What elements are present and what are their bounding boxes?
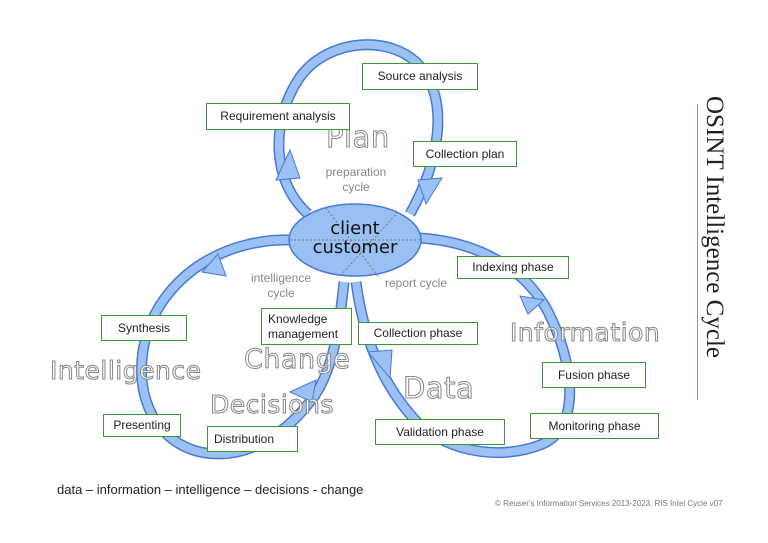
box-collection-plan[interactable]: Collection plan xyxy=(413,141,517,167)
box-collection-phase[interactable]: Collection phase xyxy=(358,322,478,345)
box-synthesis[interactable]: Synthesis xyxy=(101,315,187,341)
intelligence-loop xyxy=(136,234,350,460)
footer-sequence: data – information – intelligence – deci… xyxy=(57,482,364,497)
stage-word-intelligence: Intelligence xyxy=(49,356,202,386)
box-source-analysis[interactable]: Source analysis xyxy=(362,63,478,90)
box-validation-phase[interactable]: Validation phase xyxy=(375,419,505,445)
copyright-notice: © Reuser's Information Services 2013-202… xyxy=(495,499,723,508)
stage-word-change: Change xyxy=(243,344,351,376)
title-divider xyxy=(697,104,698,400)
box-distribution[interactable]: Distribution xyxy=(207,426,298,452)
preparation-label-line2: cycle xyxy=(342,180,370,194)
intelligence-arrow-left xyxy=(201,253,227,277)
center-line-2: customer xyxy=(312,237,398,258)
center-ellipse xyxy=(288,203,422,277)
stage-word-information: Information xyxy=(509,318,661,348)
box-monitoring-phase[interactable]: Monitoring phase xyxy=(530,413,659,439)
report-arrow-down xyxy=(366,349,393,380)
knowledge-line-2: management xyxy=(268,326,339,341)
knowledge-line-1: Knowledge xyxy=(268,311,328,326)
report-cycle-label: report cycle xyxy=(385,276,448,290)
plan-arrow-up xyxy=(275,148,301,181)
center-line-1: client xyxy=(330,218,380,239)
stage-word-data: Data xyxy=(402,371,475,406)
box-knowledge-management[interactable]: Knowledge management xyxy=(261,308,352,345)
box-indexing-phase[interactable]: Indexing phase xyxy=(457,256,569,279)
plan-loop xyxy=(273,39,444,219)
report-arrow-up xyxy=(519,295,546,315)
box-fusion-phase[interactable]: Fusion phase xyxy=(542,362,646,388)
preparation-cycle-label: preparation cycle xyxy=(316,165,396,195)
center-label: client customer xyxy=(296,219,414,257)
diagram-title: OSINT Intelligence Cycle xyxy=(701,96,728,358)
box-requirement-analysis[interactable]: Requirement analysis xyxy=(206,103,350,130)
intelligence-label-line1: intelligence xyxy=(250,271,312,285)
intelligence-arrow-up xyxy=(288,379,317,403)
preparation-label-line1: preparation xyxy=(325,165,387,179)
box-presenting[interactable]: Presenting xyxy=(103,414,181,437)
intelligence-label-line2: cycle xyxy=(267,286,295,300)
intelligence-cycle-label: intelligence cycle xyxy=(242,271,320,301)
stage-word-decisions: Decisions xyxy=(210,390,334,420)
plan-arrow-down xyxy=(417,177,443,206)
